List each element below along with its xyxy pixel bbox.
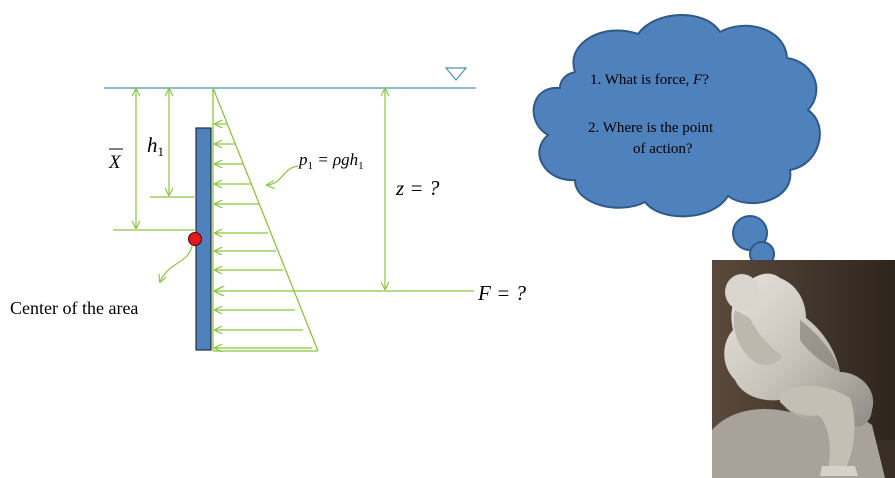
thinker-foot <box>820 466 858 476</box>
thought-cloud: 1. What is force, F? 2. Where is the poi… <box>532 14 821 276</box>
cloud-question-2-line-2: of action? <box>633 141 693 157</box>
centroid-leader-arrow <box>160 245 193 282</box>
xbar-label: X <box>108 152 122 173</box>
thinker-head <box>725 274 759 310</box>
h1-label: h1 <box>147 133 164 159</box>
cloud-question-1: 1. What is force, F? <box>590 72 709 88</box>
force-label: F = ? <box>477 281 526 305</box>
free-surface-triangle-icon <box>444 67 468 81</box>
pressure-triangle-hypotenuse <box>212 87 319 352</box>
cloud-question-2-line-1: 2. Where is the point <box>588 120 714 136</box>
cloud-question-1-text: 1. What is force, <box>590 72 693 88</box>
center-of-area-label: Center of the area <box>10 298 138 318</box>
cloud-question-1-end: ? <box>702 72 709 88</box>
thinker-statue-image <box>712 260 895 478</box>
pressure-p: p <box>298 150 308 169</box>
thinker-shadow <box>800 320 840 372</box>
z-label: z = ? <box>395 176 440 200</box>
thinker-leg <box>780 386 855 470</box>
pressure-leader-arrow <box>267 165 299 185</box>
pressure-formula: p1 = ρgh1 <box>298 150 364 172</box>
pressure-equation: = ρgh <box>313 150 358 169</box>
centroid-dot <box>188 232 202 246</box>
pressure-p-subscript: 1 <box>308 160 314 172</box>
h1-subscript: 1 <box>158 144 165 159</box>
h1-main: h <box>147 133 158 157</box>
thinker-arm <box>733 310 782 366</box>
cloud-shape <box>532 14 821 218</box>
pressure-arrows <box>215 124 312 348</box>
pressure-h-subscript: 1 <box>358 160 364 172</box>
cloud-question-1-var: F <box>692 72 703 88</box>
thinker-body <box>724 273 874 428</box>
